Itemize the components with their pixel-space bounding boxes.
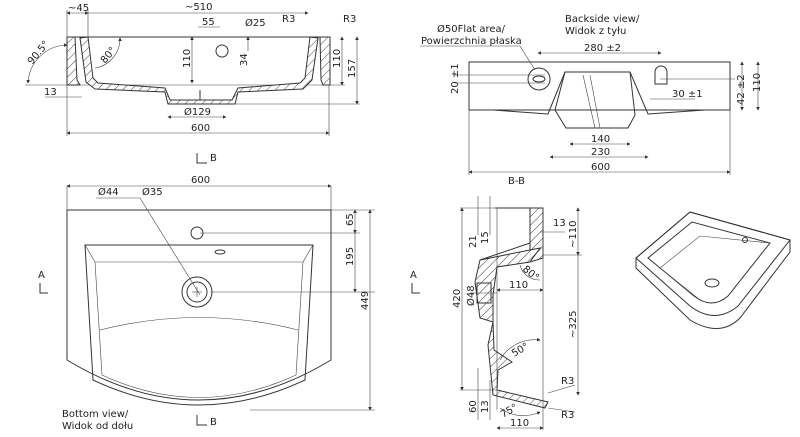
angle-80: 80° bbox=[99, 45, 119, 66]
angle-90-5: 90.5° bbox=[26, 39, 52, 67]
angle-50: 50° bbox=[510, 341, 531, 359]
dim-110-right: 110 bbox=[332, 49, 343, 68]
dim-48: Ø48 bbox=[465, 285, 477, 306]
dim-13-bottom: 13 bbox=[480, 400, 491, 413]
flat-area-label: Ø50Flat area/ bbox=[437, 23, 506, 35]
dim-13: 13 bbox=[44, 87, 57, 98]
section-view-top: ~45 ~510 55 Ø25 R3 R3 110 34 110 157 90.… bbox=[25, 2, 360, 136]
cut-marker-a: A bbox=[410, 270, 417, 281]
radius-r3: R3 bbox=[343, 14, 356, 25]
dim-15: 15 bbox=[480, 231, 491, 244]
dim-140: 140 bbox=[591, 134, 610, 145]
dim-20: 20 ±1 bbox=[450, 63, 461, 94]
cut-marker-b-bottom: B bbox=[210, 417, 217, 428]
backside-view-title: Backside view/ bbox=[565, 14, 640, 25]
dim-42: 42 ±2 bbox=[736, 74, 747, 105]
dim-600: 600 bbox=[191, 123, 210, 134]
dim-280: 280 ±2 bbox=[584, 43, 621, 54]
dim-hole-25: Ø25 bbox=[245, 17, 266, 29]
dim-drain-129: Ø129 bbox=[184, 106, 211, 118]
dim-55: 55 bbox=[202, 17, 215, 28]
dim-110: 110 bbox=[752, 73, 763, 92]
bottom-view-subtitle: Widok od dołu bbox=[62, 421, 133, 432]
dim-449: 449 bbox=[360, 291, 371, 310]
backside-view-subtitle: Widok z tyłu bbox=[565, 26, 626, 37]
dim-44: Ø44 bbox=[98, 186, 119, 198]
radius-r3: R3 bbox=[561, 410, 574, 421]
dim-420: 420 bbox=[452, 289, 463, 308]
dim-34: 34 bbox=[239, 53, 250, 66]
dim-60: 60 bbox=[468, 400, 479, 413]
bottom-view: 600 Ø44 Ø35 65 195 449 B B A Bottom view… bbox=[38, 153, 375, 432]
radius-r3: R3 bbox=[282, 14, 295, 25]
dim-510: ~510 bbox=[185, 2, 212, 13]
dim-110-approx: ~110 bbox=[568, 221, 579, 248]
section-label-bb: B-B bbox=[508, 176, 525, 187]
section-view-aa: A 420 21 15 13 ~110 80° Ø48 110 ~325 50°… bbox=[410, 196, 582, 430]
dim-35: Ø35 bbox=[142, 186, 163, 198]
bottom-view-title: Bottom view/ bbox=[62, 409, 129, 420]
dim-600: 600 bbox=[591, 162, 610, 173]
dim-195: 195 bbox=[345, 247, 356, 266]
isometric-sink-view bbox=[635, 211, 791, 329]
dim-230: 230 bbox=[591, 147, 610, 158]
dim-600: 600 bbox=[191, 175, 210, 186]
radius-r3: R3 bbox=[561, 376, 574, 387]
dim-13: 13 bbox=[553, 218, 566, 229]
dim-30: 30 ±1 bbox=[672, 89, 703, 100]
dim-157: 157 bbox=[347, 59, 358, 78]
dim-110: 110 bbox=[509, 280, 528, 291]
back-view: Backside view/ Widok z tyłu Ø50Flat area… bbox=[420, 14, 763, 187]
cut-marker-b-top: B bbox=[210, 153, 217, 164]
dim-21: 21 bbox=[468, 235, 479, 248]
dim-325: ~325 bbox=[568, 311, 579, 338]
flat-area-label-pl: Powierzchnia płaska bbox=[421, 36, 522, 47]
dim-110: 110 bbox=[182, 49, 193, 68]
dim-65: 65 bbox=[345, 213, 356, 226]
cut-marker-a: A bbox=[38, 270, 45, 281]
dim-110-bottom: 110 bbox=[510, 418, 529, 429]
dim-45: ~45 bbox=[68, 3, 89, 14]
